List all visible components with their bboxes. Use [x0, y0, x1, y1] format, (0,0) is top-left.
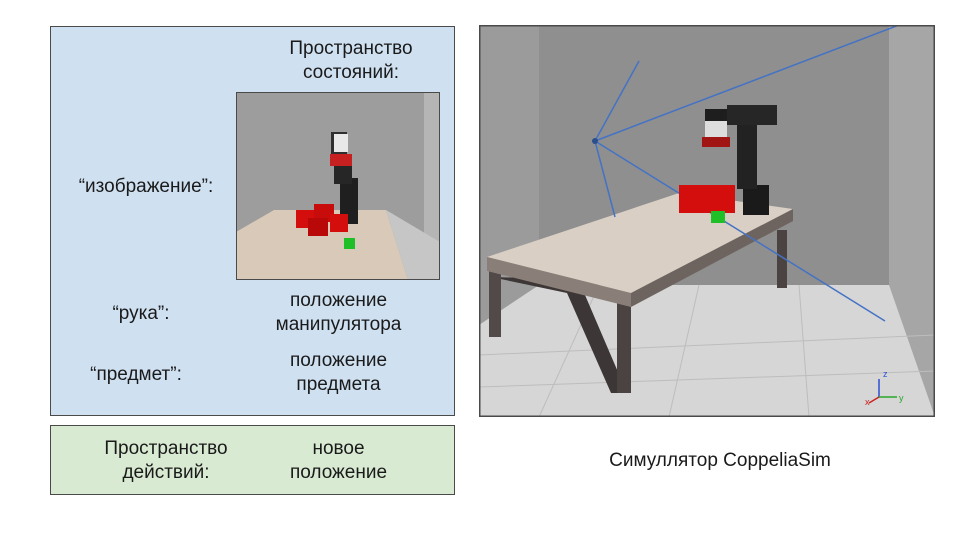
table-edge-side [631, 209, 793, 307]
simulator-scene: z x y [479, 25, 935, 417]
camera-rays [594, 25, 900, 322]
robot-gripper [705, 121, 727, 137]
arm-value: положение манипулятора [275, 290, 402, 335]
thumbnail-red-block [308, 218, 328, 236]
object-value: положение предмета [289, 350, 388, 395]
simulator-caption: Симуллятор CoppeliaSim [609, 450, 831, 471]
axis-label-z: z [883, 369, 888, 379]
object-label: “предмет”: [90, 364, 182, 385]
robot-shoulder [727, 105, 777, 125]
table-leg [489, 265, 501, 337]
camera-image-thumbnail [236, 92, 440, 280]
thumbnail-arm-elbow [334, 162, 352, 184]
table-leg [777, 230, 787, 288]
state-space-title: Пространство состояний: [289, 38, 413, 83]
thumbnail-green-cube [344, 238, 355, 249]
axis-label-x: x [865, 397, 870, 407]
thumbnail-arm-base [340, 178, 358, 224]
table-leg [617, 303, 631, 393]
action-space-value: новое положение [289, 438, 388, 483]
camera-icon [592, 138, 598, 144]
thumbnail-side-wall [424, 92, 440, 280]
action-space-title: Пространство действий: [104, 438, 228, 483]
thumbnail-red-block [314, 204, 334, 222]
action-space-panel: Пространство действий: новое положение [50, 425, 455, 495]
green-cube [711, 211, 725, 223]
image-label: “изображение”: [78, 176, 214, 197]
thumbnail-floor [386, 210, 440, 280]
thumbnail-gripper-band [330, 154, 352, 166]
thumbnail-frame [236, 92, 440, 280]
axis-label-y: y [899, 393, 904, 403]
thumbnail-red-block [330, 214, 348, 232]
table-leg-shadow [491, 277, 627, 393]
robot-gripper-fingers [702, 137, 730, 147]
axis-gizmo: z x y [865, 369, 904, 407]
table-edge-front [487, 257, 631, 307]
red-object [679, 185, 735, 213]
thumbnail-gripper [334, 134, 348, 152]
arm-label: “рука”: [112, 303, 170, 324]
scene-frame [479, 25, 935, 417]
robot-link [737, 123, 757, 189]
thumbnail-table [236, 210, 408, 280]
robot-base [743, 185, 769, 215]
